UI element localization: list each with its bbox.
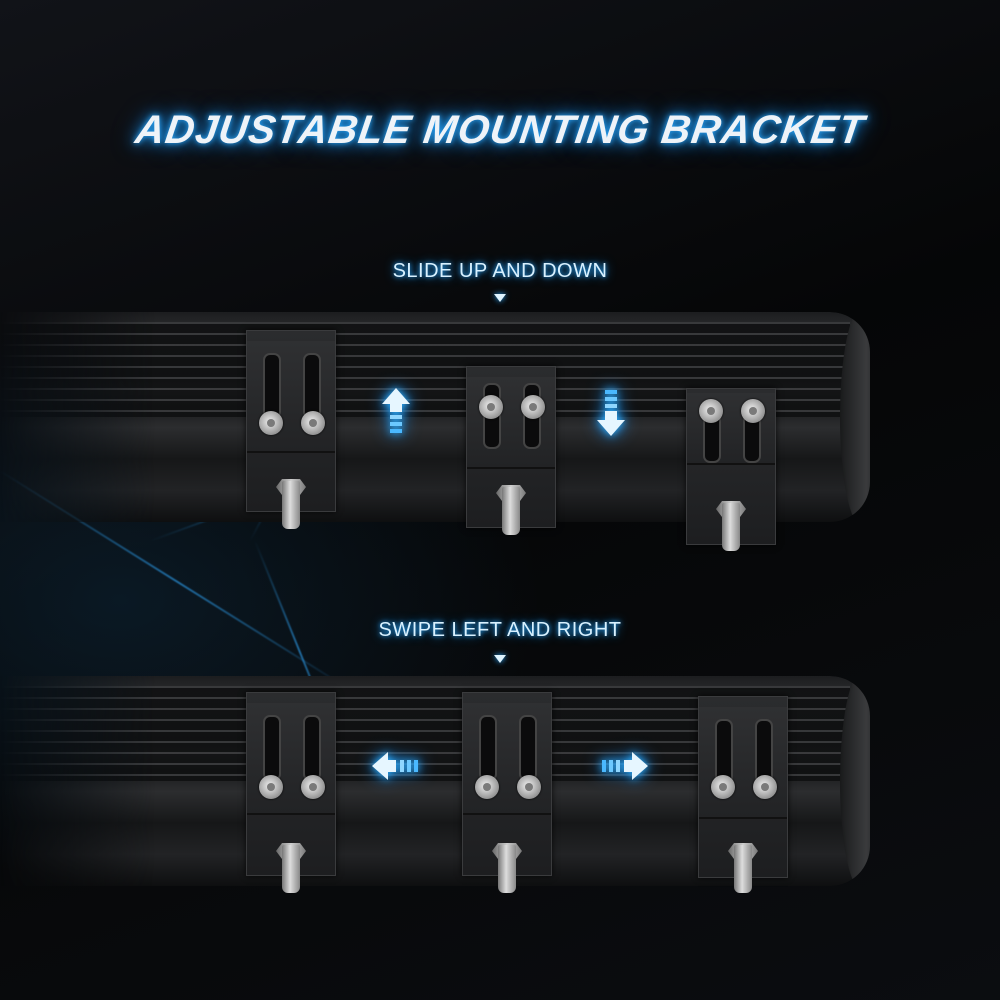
bracket-5 <box>462 692 552 893</box>
mounting-stud <box>722 503 740 551</box>
bracket-plate <box>699 707 787 819</box>
chevron-down-icon <box>494 294 506 302</box>
bracket-slot <box>303 715 321 781</box>
bracket-plate <box>463 703 551 815</box>
bolt <box>259 775 283 799</box>
bolt <box>753 775 777 799</box>
bolt <box>479 395 503 419</box>
bolt <box>301 775 325 799</box>
mounting-stud <box>498 845 516 893</box>
bolt <box>517 775 541 799</box>
mounting-stud <box>282 845 300 893</box>
bracket-plate <box>467 377 555 469</box>
mounting-stud <box>734 845 752 893</box>
bolt <box>475 775 499 799</box>
bracket-slot <box>263 715 281 781</box>
bolt <box>259 411 283 435</box>
bolt <box>741 399 765 423</box>
arrow-down-icon <box>597 390 625 441</box>
bolt <box>301 411 325 435</box>
arrow-right-icon <box>598 752 648 785</box>
caption-slide-up-down: SLIDE UP AND DOWN <box>392 260 608 282</box>
bracket-3 <box>686 388 776 551</box>
bracket-plate <box>247 703 335 815</box>
bracket-4 <box>246 692 336 893</box>
chevron-down-icon <box>494 655 506 663</box>
bolt <box>699 399 723 423</box>
page-title: ADJUSTABLE MOUNTING BRACKET <box>132 108 868 152</box>
bracket-slot <box>303 353 321 419</box>
bracket-slot <box>263 353 281 419</box>
caption-swipe-left-right: SWIPE LEFT AND RIGHT <box>378 619 622 641</box>
bracket-1 <box>246 330 336 529</box>
arrow-up-icon <box>382 388 410 439</box>
arrow-left-icon <box>372 752 422 785</box>
bracket-slot <box>519 715 537 781</box>
bracket-plate <box>247 341 335 453</box>
bracket-6 <box>698 696 788 893</box>
mounting-stud <box>502 487 520 535</box>
bracket-slot <box>479 715 497 781</box>
bolt <box>521 395 545 419</box>
mounting-stud <box>282 481 300 529</box>
bracket-2 <box>466 366 556 535</box>
bolt <box>711 775 735 799</box>
